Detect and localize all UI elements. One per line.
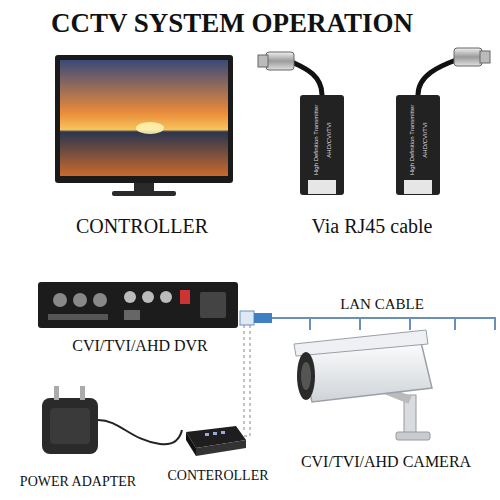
balun-print: AHD/CVI/TVI [326, 122, 333, 157]
lan-cable [240, 311, 496, 436]
dvr-recorder [38, 282, 238, 328]
balun-print: High Definition Transmitter [313, 105, 320, 176]
device-label: Via RJ45 cable [312, 215, 433, 237]
device-label: CVI/TVI/AHD CAMERA [301, 453, 471, 471]
diagram-title: CCTV SYSTEM OPERATION [51, 9, 413, 39]
device-label: CONTEROLLER [167, 468, 268, 483]
balun-print: AHD/CVI/TVI [422, 122, 429, 157]
cable-label: LAN CABLE [340, 296, 424, 313]
tv-monitor [55, 55, 233, 196]
power-adapter [42, 386, 182, 454]
device-label: CVI/TVI/AHD DVR [72, 337, 208, 355]
bullet-camera [294, 330, 432, 440]
device-label: CONTROLLER [76, 215, 208, 237]
video-balun [258, 48, 490, 195]
device-label: POWER ADAPTER [20, 474, 136, 489]
balun-print: High Definition Transmitter [409, 105, 416, 176]
controller-box [186, 426, 246, 456]
